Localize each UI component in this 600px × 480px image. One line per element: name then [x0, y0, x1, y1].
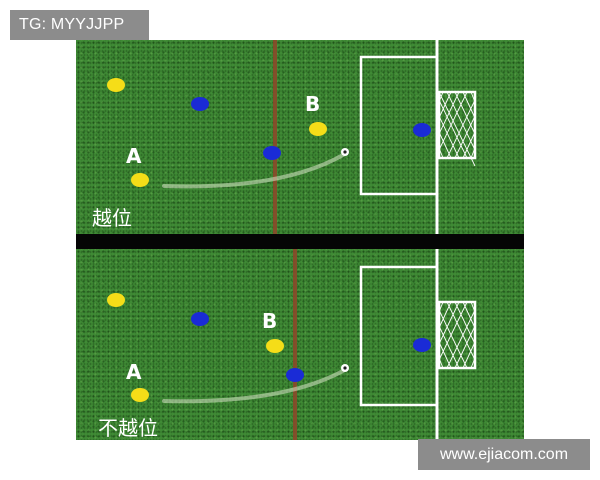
player-label-a: A	[126, 360, 142, 384]
attacker-player-a	[131, 388, 149, 402]
site-watermark: www.ejiacom.com	[418, 439, 590, 470]
pitch-panel-onside: B A 不越位	[76, 249, 524, 440]
panel-caption-onside: 不越位	[98, 416, 158, 440]
attacker-player-a	[131, 173, 149, 187]
attacker-player-b	[266, 339, 284, 353]
defender-player	[263, 146, 281, 160]
goal-net	[437, 300, 477, 370]
pass-trail	[162, 153, 345, 189]
pitch-panel-offside: B A 越位	[76, 40, 524, 234]
defender-goalkeeper	[413, 123, 431, 137]
defender-player	[191, 312, 209, 326]
player-label-a: A	[126, 144, 142, 168]
defender-player	[191, 97, 209, 111]
defender-goalkeeper	[413, 338, 431, 352]
pitch-diagram-onside	[107, 249, 477, 440]
ball-icon	[341, 148, 349, 156]
penalty-box	[359, 265, 439, 407]
pass-trail	[162, 369, 345, 404]
goal-net	[437, 90, 477, 167]
tg-tag: TG: MYYJJPP	[10, 10, 149, 40]
penalty-box	[359, 55, 439, 196]
attacker-player	[107, 293, 125, 307]
attacker-player-b	[309, 122, 327, 136]
player-label-b: B	[262, 309, 278, 333]
defender-player	[286, 368, 304, 382]
player-label-b: B	[305, 92, 321, 116]
panel-divider	[76, 234, 524, 249]
attacker-player	[107, 78, 125, 92]
pitch-diagram-offside	[107, 40, 477, 234]
ball-icon	[341, 364, 349, 372]
panel-caption-offside: 越位	[92, 206, 132, 230]
